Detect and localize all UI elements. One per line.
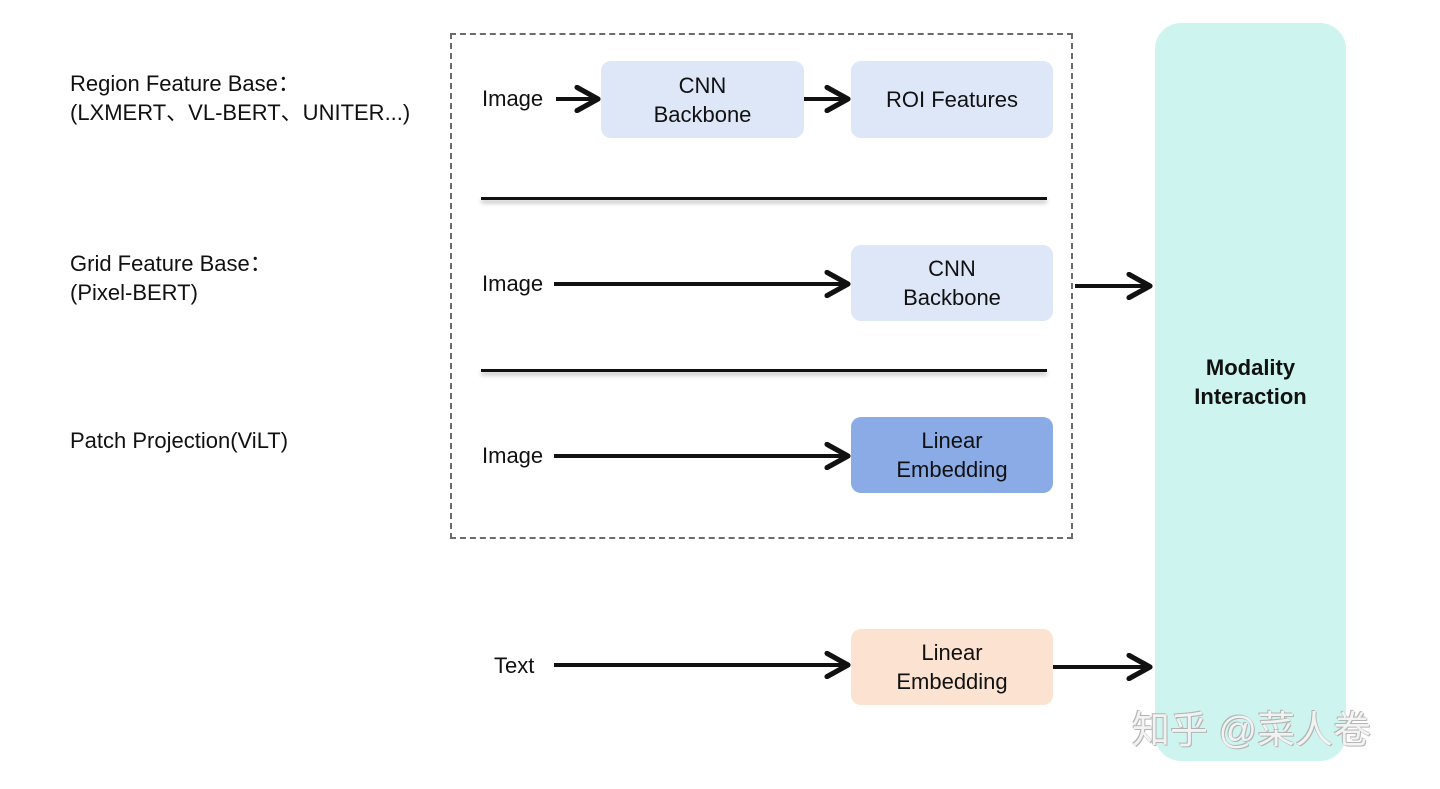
visual-pipelines-frame — [450, 33, 1073, 539]
text-linear-embedding-label: Linear Embedding — [896, 640, 1008, 694]
region-feature-examples: (LXMERT、VL-BERT、UNITER...) — [70, 100, 411, 125]
grid-cnn-backbone-node: CNN Backbone — [851, 245, 1053, 321]
text-input: Text — [494, 653, 535, 678]
region-image-input: Image — [482, 86, 544, 111]
grid-image-input: Image — [482, 271, 544, 296]
separator-grid-patch — [481, 369, 1047, 372]
region-feature-title: Region Feature Base： — [70, 71, 300, 96]
grid-cnn-backbone-label: CNN Backbone — [903, 256, 1001, 310]
patch-linear-embedding-node: Linear Embedding — [851, 417, 1053, 493]
patch-image-input: Image — [482, 443, 544, 468]
text-linear-embedding-node: Linear Embedding — [851, 629, 1053, 705]
zhihu-watermark: 知乎 @菜人卷 — [1132, 710, 1372, 752]
separator-region-grid — [481, 197, 1047, 200]
patch-linear-embedding-label: Linear Embedding — [896, 428, 1008, 482]
region-cnn-backbone-label: CNN Backbone — [653, 72, 752, 127]
roi-features-label: ROI Features — [885, 87, 1019, 112]
grid-feature-title: Grid Feature Base： — [70, 251, 272, 276]
roi-features-node: ROI Features — [851, 61, 1053, 138]
patch-projection-title: Patch Projection(ViLT) — [70, 428, 289, 453]
modality-interaction-label: Modality Interaction — [1194, 355, 1307, 409]
region-cnn-backbone-node: CNN Backbone — [601, 61, 804, 138]
grid-feature-examples: (Pixel-BERT) — [70, 280, 198, 305]
modality-interaction-block: Modality Interaction — [1155, 23, 1346, 761]
